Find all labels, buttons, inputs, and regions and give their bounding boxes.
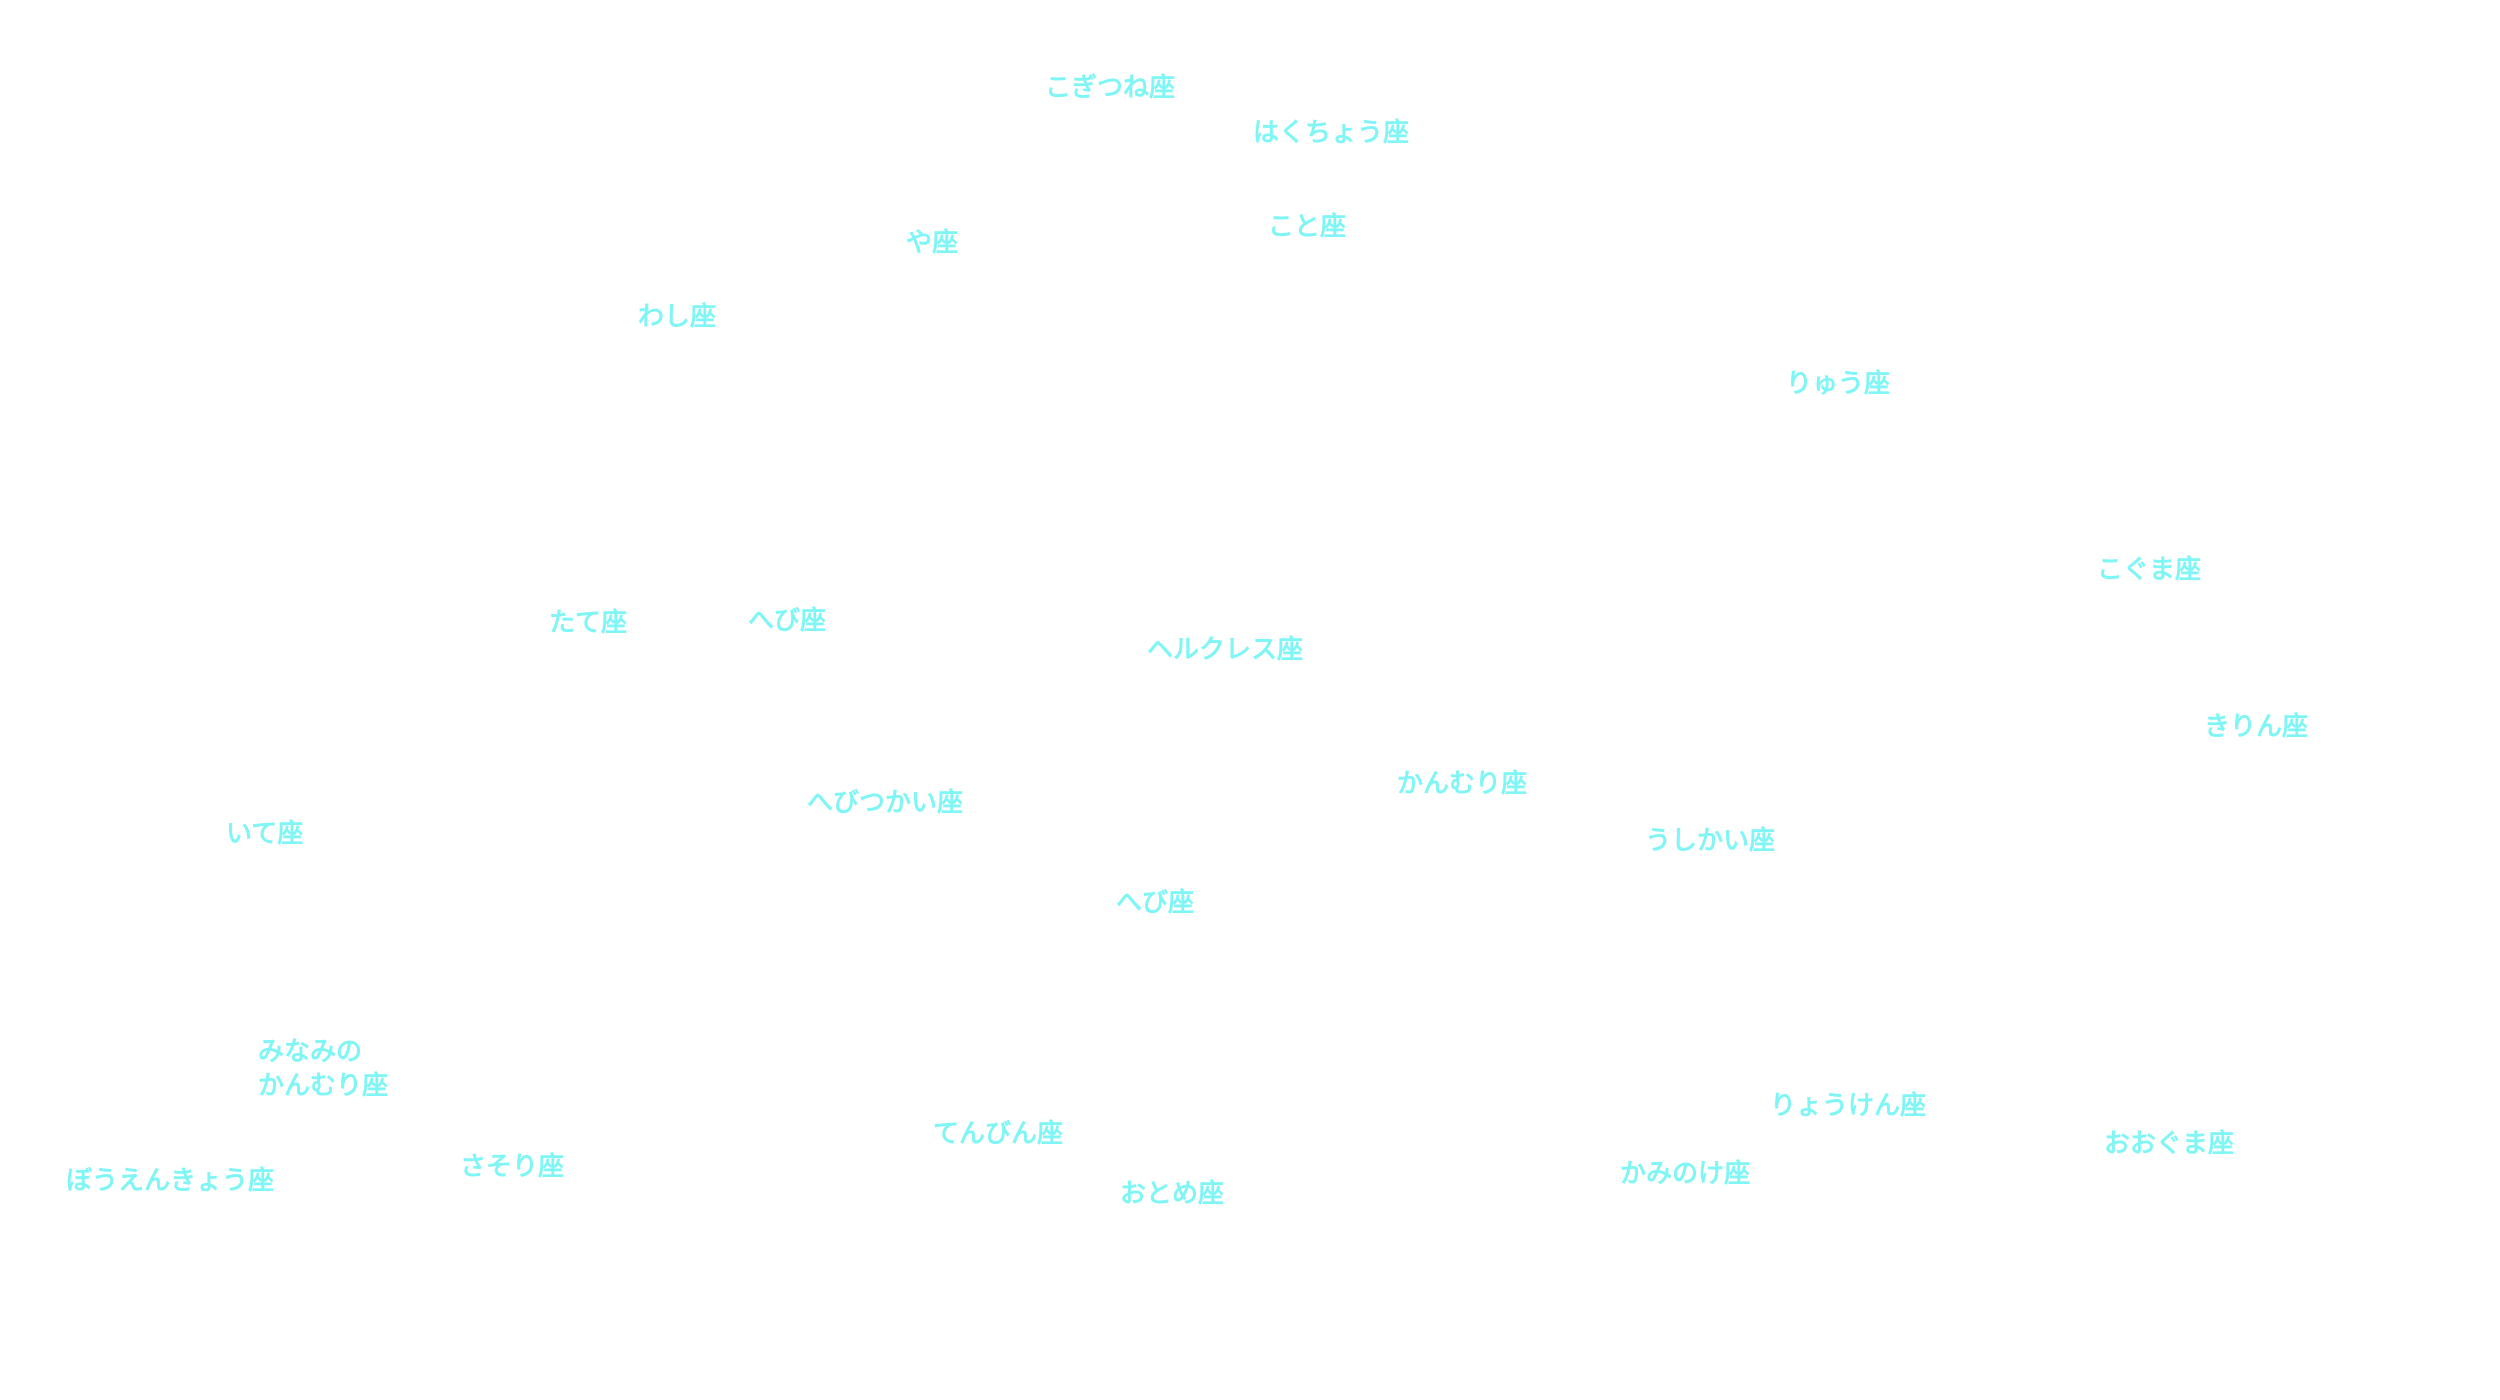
label-corona-borealis: かんむり座	[1397, 769, 1528, 799]
label-canes-venatici: りょうけん座	[1770, 1091, 1927, 1121]
label-cygnus: はくちょう座	[1253, 118, 1410, 148]
label-ursa-major: おおぐま座	[2104, 1129, 2235, 1159]
label-telescopium: ぼうえんきょう座	[66, 1166, 275, 1196]
label-vulpecula: こぎつね座	[1045, 73, 1176, 103]
label-serpens-cauda: へび座	[748, 606, 827, 636]
label-libra: てんびん座	[933, 1119, 1064, 1149]
label-scutum: たて座	[549, 608, 628, 638]
label-sagitta: や座	[906, 228, 959, 258]
label-draco: りゅう座	[1786, 369, 1891, 399]
label-ophiuchus: へびつかい座	[807, 788, 964, 818]
label-aquila: わし座	[638, 302, 717, 332]
label-corona-australis-line1: みなみの	[258, 1037, 363, 1067]
label-coma-berenices: かみのけ座	[1620, 1159, 1751, 1189]
label-ursa-minor: こぐま座	[2097, 555, 2202, 585]
label-virgo: おとめ座	[1120, 1179, 1225, 1209]
label-corona-australis-line2: かんむり座	[258, 1071, 389, 1101]
label-lyra: こと座	[1268, 212, 1347, 242]
label-hercules: ヘルクレス座	[1147, 635, 1304, 665]
label-bootes: うしかい座	[1645, 826, 1776, 856]
label-camelopardalis: きりん座	[2204, 712, 2309, 742]
label-scorpius: さそり座	[460, 1152, 565, 1182]
label-sagittarius: いて座	[226, 819, 304, 849]
label-corona-australis: みなみの かんむり座	[258, 1035, 388, 1103]
label-serpens-caput: へび座	[1116, 888, 1195, 918]
